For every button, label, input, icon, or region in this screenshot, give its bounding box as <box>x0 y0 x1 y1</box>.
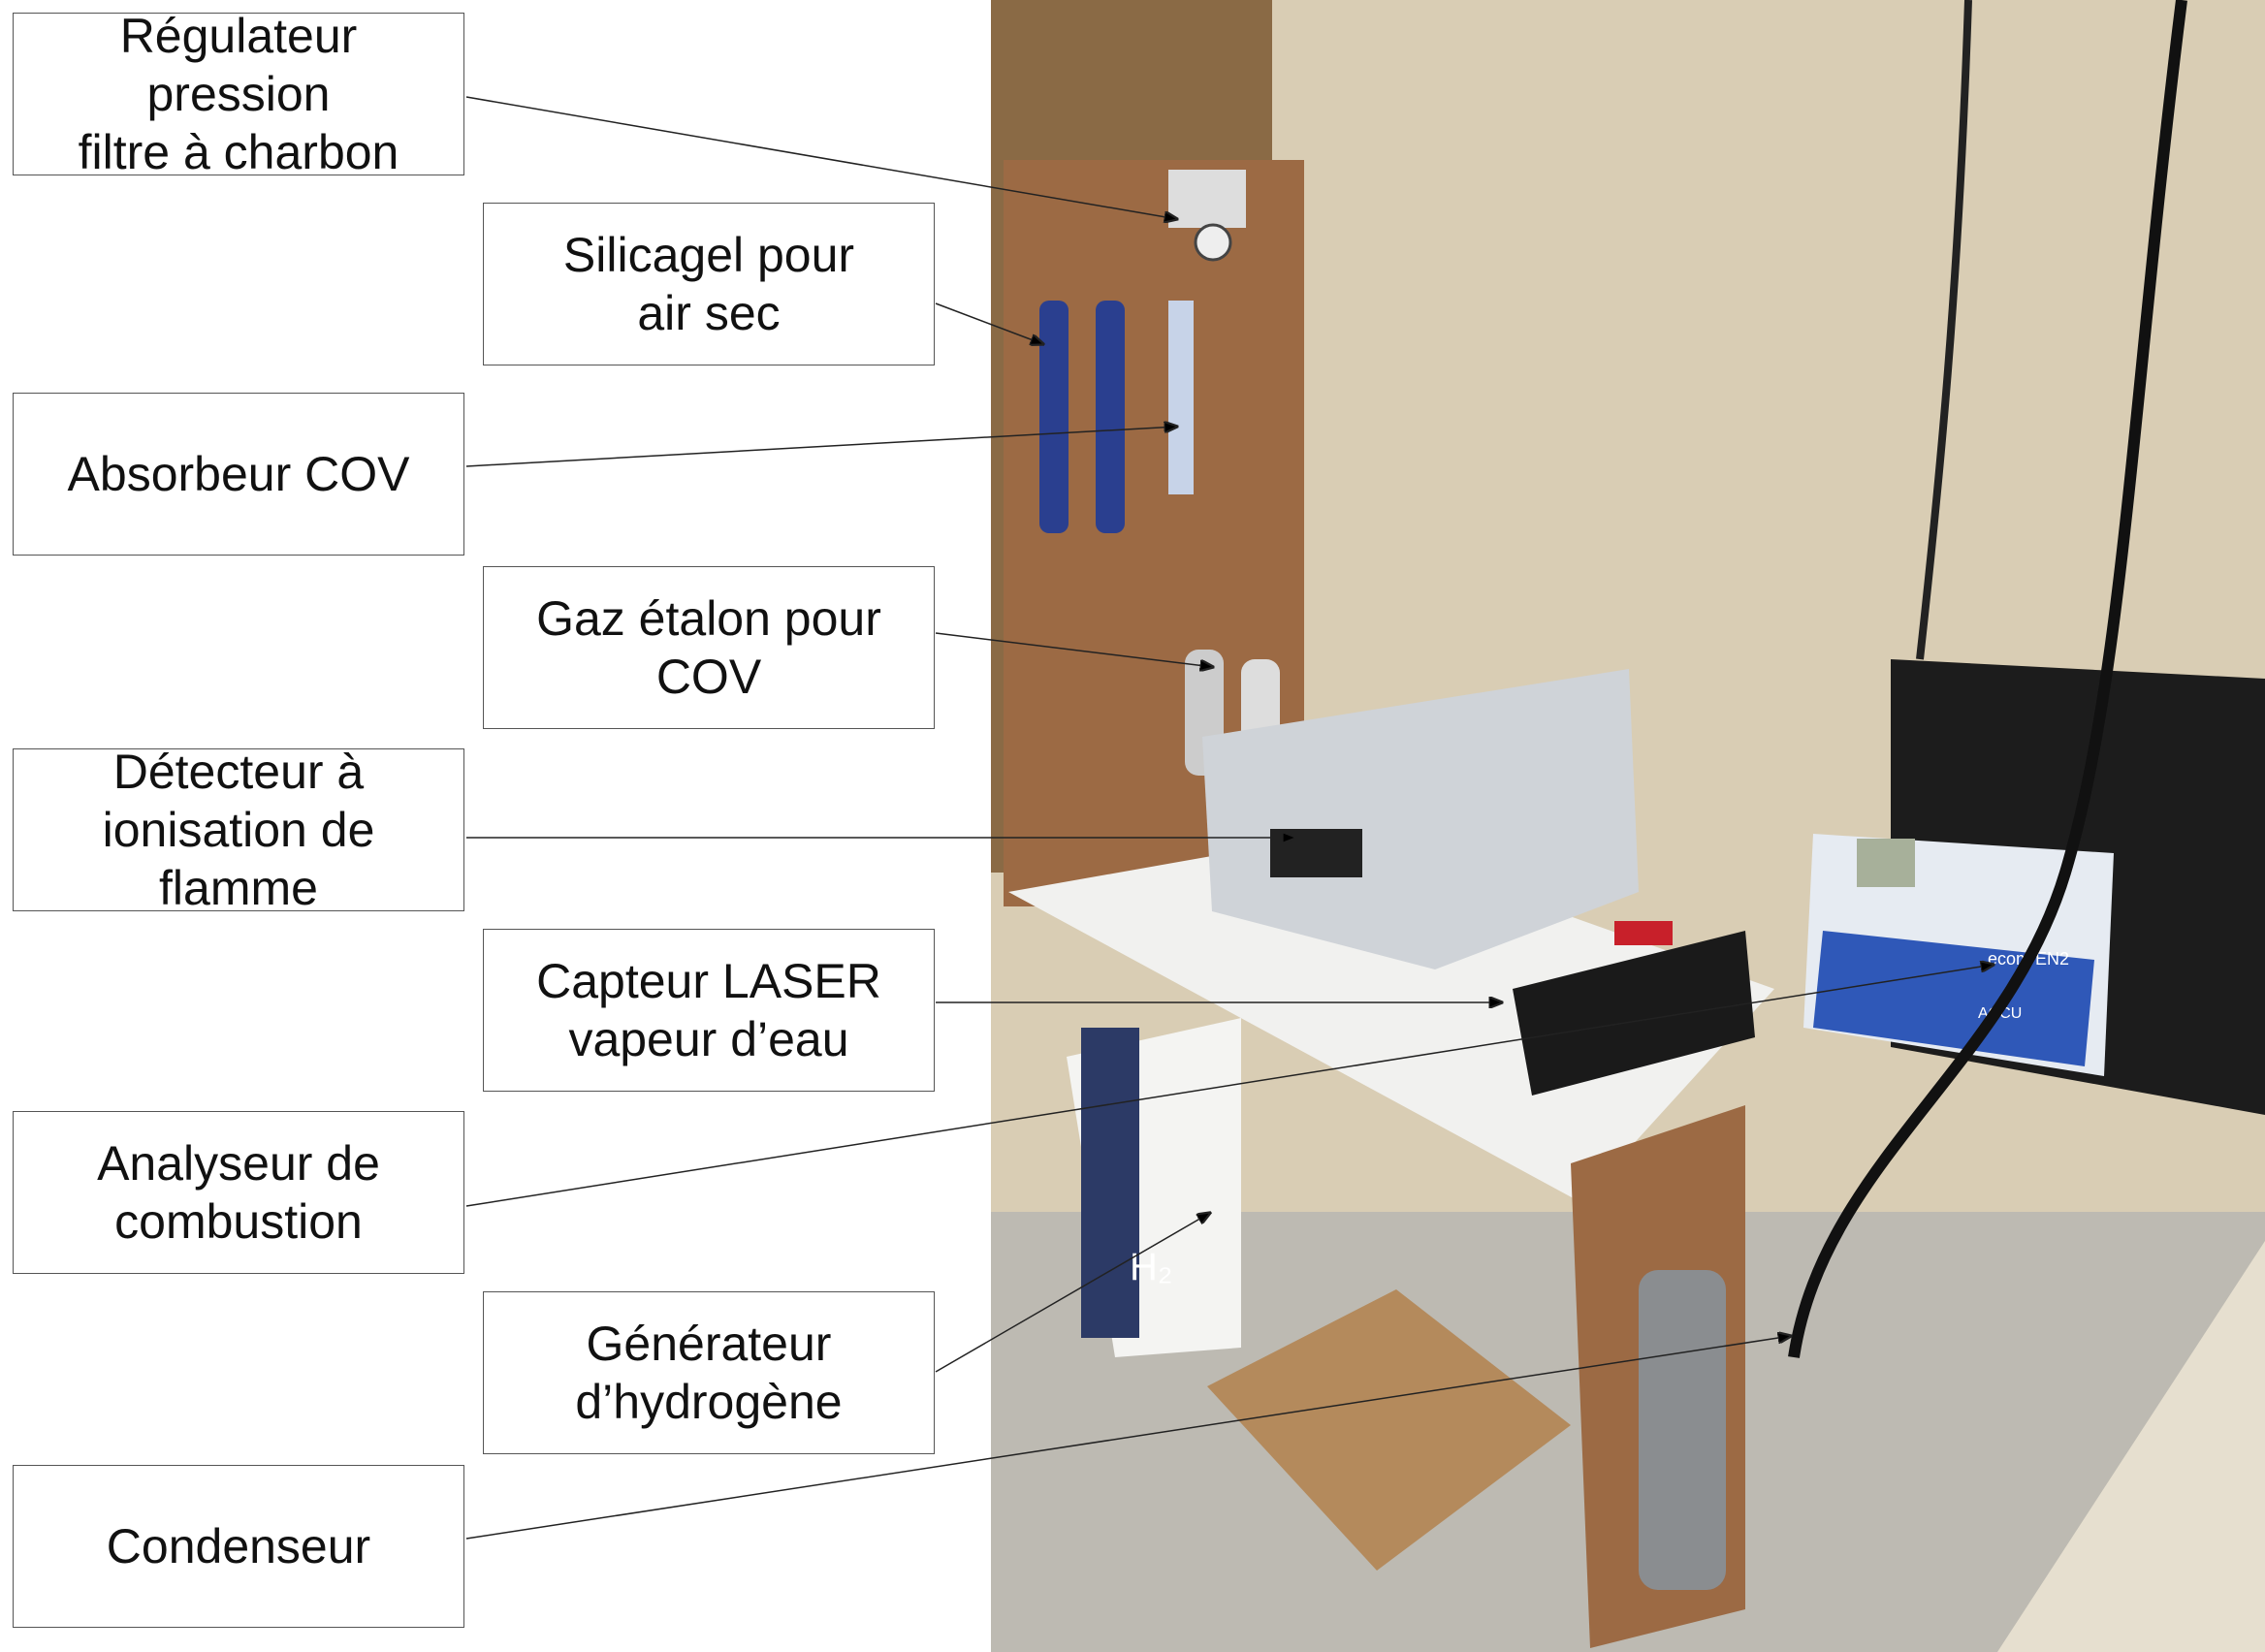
callout-line-condenseur <box>465 1336 1791 1540</box>
label-absorbeur: Absorbeur COV <box>13 393 464 556</box>
condenser <box>1639 1270 1726 1590</box>
label-laser: Capteur LASER vapeur d’eau <box>483 929 935 1092</box>
silicagel-column <box>1039 301 1069 533</box>
label-fid: Détecteur à ionisation de flamme <box>13 745 464 915</box>
label-generateur: Générateur d’hydrogène <box>483 1291 935 1454</box>
callout-line-gaz-etalon <box>935 632 1213 667</box>
callout-line-silicagel <box>935 302 1043 344</box>
callout-lines <box>465 96 1994 1540</box>
silicagel-column <box>1096 301 1125 533</box>
label-analyseur: Analyseur de combustion <box>13 1111 464 1274</box>
label-gaz-etalon: Gaz étalon pour COV <box>483 566 935 729</box>
photo: H₂ ecom EN2 ACCU <box>991 0 2265 1652</box>
pressure-regulator <box>1168 170 1246 228</box>
voc-absorber <box>1168 301 1194 494</box>
callout-line-regulateur <box>465 96 1177 219</box>
cardboard-box <box>1207 1289 1571 1571</box>
h2-text: H₂ <box>1130 1246 1172 1288</box>
fid-detector <box>1202 669 1639 969</box>
cable <box>1788 0 2187 1358</box>
label-regulateur: Régulateur pression filtre à charbon <box>13 9 464 179</box>
laser-sensor <box>1513 931 1755 1096</box>
label-condenseur: Condenseur <box>13 1465 464 1628</box>
table <box>1008 834 1774 1202</box>
hydrogen-generator <box>1081 1028 1139 1338</box>
callout-line-analyseur <box>465 965 1994 1207</box>
callout-line-generateur <box>935 1213 1210 1373</box>
callout-line-absorbeur <box>465 427 1177 467</box>
label-silicagel: Silicagel pour air sec <box>483 203 935 365</box>
